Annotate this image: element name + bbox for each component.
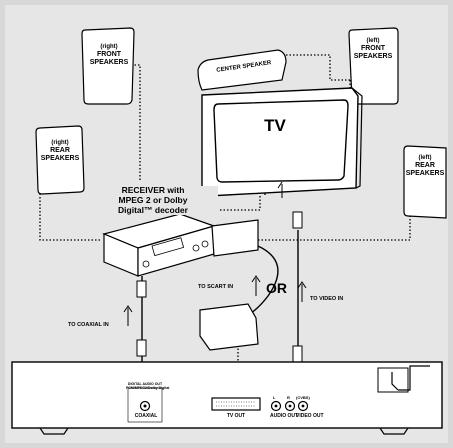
audio-out-label: AUDIO OUT xyxy=(270,413,299,419)
video-in-label: TO VIDEO IN xyxy=(310,296,344,302)
rear-right-name: REAR SPEAKERS xyxy=(40,146,80,162)
center-speaker xyxy=(197,49,287,91)
or-label: OR xyxy=(266,280,287,296)
rear-left-speaker xyxy=(403,145,447,219)
scart-cable xyxy=(199,219,279,351)
digital-out-label: DIGITAL AUDIO OUT PCM/MPEG2/Dolby Digita… xyxy=(126,382,170,391)
receiver-unit xyxy=(102,213,216,277)
front-left-speaker-label: (left) FRONT SPEAKERS xyxy=(348,38,398,61)
receiver-label: RECEIVER with MPEG 2 or Dolby Digital™ d… xyxy=(88,185,218,216)
tv-out-label: TV OUT xyxy=(226,413,246,419)
rear-right-position: (right) xyxy=(51,140,69,146)
front-left-speaker xyxy=(348,27,399,105)
tv-label: TV xyxy=(264,116,286,135)
front-right-position: (right) xyxy=(100,44,118,50)
rear-left-speaker-label: (left) REAR SPEAKERS xyxy=(400,155,450,178)
tv-set xyxy=(201,87,363,197)
front-left-name: FRONT SPEAKERS xyxy=(353,44,393,60)
rear-right-speaker xyxy=(35,125,85,195)
audio-out-r-label: R xyxy=(287,395,290,400)
digital-out-formats: PCM/MPEG2/Dolby Digital xyxy=(126,386,170,391)
coaxial-cable xyxy=(136,276,147,362)
direction-arrows xyxy=(123,181,307,326)
player-rear-panel xyxy=(11,361,443,435)
digital-out-title: DIGITAL AUDIO OUT xyxy=(127,382,163,386)
front-right-speaker xyxy=(81,27,135,105)
coaxial-in-label: TO COAXIAL IN xyxy=(68,322,109,328)
audio-out-l-label: L xyxy=(273,395,276,400)
scart-in-label: TO SCART IN xyxy=(198,284,234,290)
front-left-position: (left) xyxy=(366,38,380,44)
coaxial-jack-label: COAXIAL xyxy=(134,413,158,419)
rear-left-position: (left) xyxy=(418,155,432,161)
rear-right-speaker-label: (right) REAR SPEAKERS xyxy=(36,140,84,163)
cvbs-label: (CVBS) xyxy=(296,395,310,400)
video-out-label: VIDEO OUT xyxy=(296,413,324,419)
front-right-speaker-label: (right) FRONT SPEAKERS xyxy=(84,44,134,67)
rear-left-name: REAR SPEAKERS xyxy=(405,161,445,177)
front-right-name: FRONT SPEAKERS xyxy=(89,50,129,66)
